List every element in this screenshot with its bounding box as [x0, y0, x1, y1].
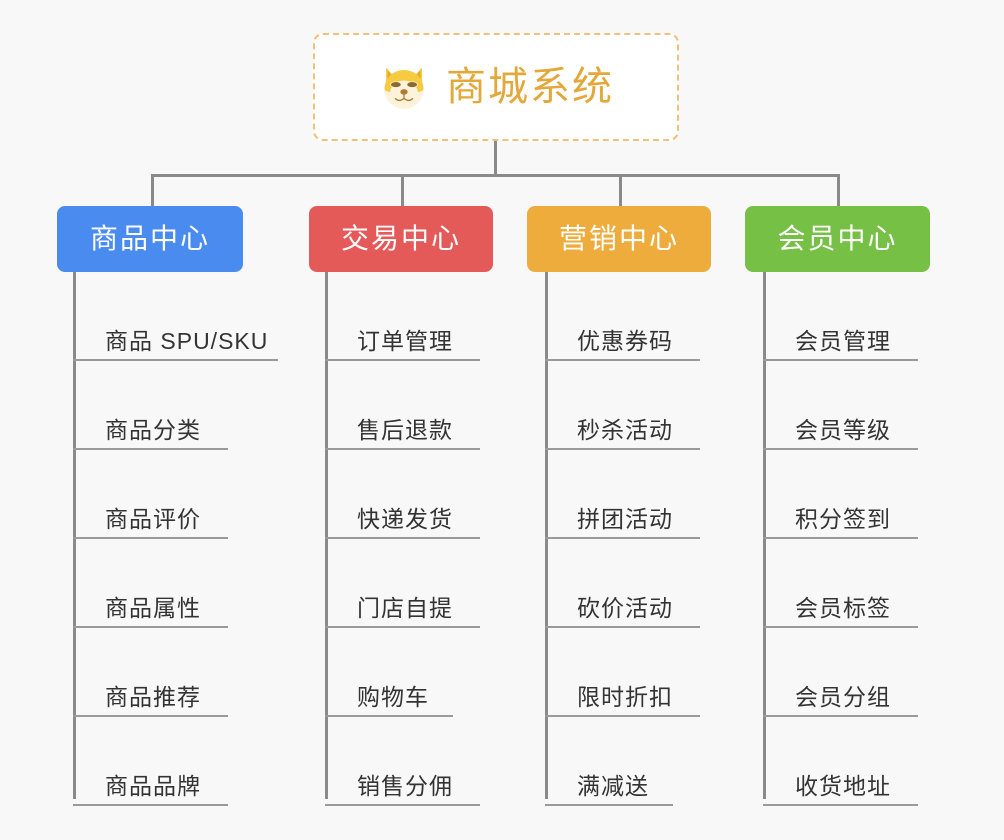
leaf-underline: [763, 448, 918, 450]
leaf-label: 销售分佣: [357, 772, 453, 799]
leaf-item[interactable]: 销售分佣: [325, 717, 480, 806]
leaf-underline: [763, 626, 918, 628]
connector-drop-4: [837, 174, 840, 208]
leaf-label: 售后退款: [357, 416, 453, 443]
leaf-label: 砍价活动: [577, 594, 673, 621]
leaf-label: 商品品牌: [105, 772, 201, 799]
connector-drop-1: [151, 174, 154, 208]
leaf-label: 门店自提: [357, 594, 453, 621]
leaf-label: 快递发货: [357, 505, 453, 532]
branch-spine: [545, 272, 548, 799]
leaf-item[interactable]: 会员等级: [763, 361, 918, 450]
leaf-underline: [763, 359, 918, 361]
leaf-label: 商品属性: [105, 594, 201, 621]
category-box-1[interactable]: 商品中心: [57, 206, 243, 272]
leaf-item[interactable]: 商品 SPU/SKU: [73, 272, 278, 361]
leaf-underline: [763, 804, 918, 806]
branch-spine: [763, 272, 766, 799]
leaf-label: 商品评价: [105, 505, 201, 532]
leaf-label: 会员分组: [795, 683, 891, 710]
leaf-item[interactable]: 会员标签: [763, 539, 918, 628]
shiba-dog-face-icon: [384, 67, 424, 109]
leaf-label: 优惠券码: [577, 327, 673, 354]
leaf-underline: [763, 715, 918, 717]
leaf-underline: [545, 626, 700, 628]
leaf-item[interactable]: 收货地址: [763, 717, 918, 806]
leaf-label: 会员等级: [795, 416, 891, 443]
leaf-label: 购物车: [357, 683, 429, 710]
leaf-item[interactable]: 会员分组: [763, 628, 918, 717]
leaf-item[interactable]: 积分签到: [763, 450, 918, 539]
leaf-item[interactable]: 售后退款: [325, 361, 480, 450]
branch-spine: [73, 272, 76, 799]
category-box-4[interactable]: 会员中心: [745, 206, 930, 272]
leaf-underline: [545, 359, 700, 361]
leaf-label: 积分签到: [795, 505, 891, 532]
leaf-item[interactable]: 满减送: [545, 717, 673, 806]
leaf-label: 商品推荐: [105, 683, 201, 710]
leaf-item[interactable]: 商品评价: [73, 450, 228, 539]
leaf-label: 满减送: [577, 772, 649, 799]
leaf-underline: [73, 359, 278, 361]
leaf-item[interactable]: 秒杀活动: [545, 361, 700, 450]
leaf-item[interactable]: 商品品牌: [73, 717, 228, 806]
root-title: 商城系统: [446, 65, 614, 109]
leaf-underline: [73, 715, 228, 717]
leaf-label: 商品分类: [105, 416, 201, 443]
category-label: 会员中心: [777, 223, 898, 254]
leaf-item[interactable]: 商品推荐: [73, 628, 228, 717]
leaf-label: 秒杀活动: [577, 416, 673, 443]
leaf-underline: [325, 359, 480, 361]
connector-drop-3: [619, 174, 622, 208]
leaf-underline: [545, 448, 700, 450]
connector-horizontal-bus: [151, 174, 840, 177]
leaf-label: 拼团活动: [577, 505, 673, 532]
leaf-item[interactable]: 拼团活动: [545, 450, 700, 539]
leaf-underline: [545, 715, 700, 717]
leaf-underline: [73, 626, 228, 628]
leaf-item[interactable]: 商品属性: [73, 539, 228, 628]
leaf-label: 商品 SPU/SKU: [105, 327, 269, 354]
leaf-item[interactable]: 购物车: [325, 628, 453, 717]
category-label: 营销中心: [558, 223, 679, 254]
leaf-item[interactable]: 门店自提: [325, 539, 480, 628]
leaf-underline: [763, 537, 918, 539]
category-box-3[interactable]: 营销中心: [527, 206, 711, 272]
leaf-underline: [325, 715, 453, 717]
leaf-underline: [325, 537, 480, 539]
leaf-item[interactable]: 快递发货: [325, 450, 480, 539]
leaf-underline: [325, 448, 480, 450]
leaf-underline: [545, 804, 673, 806]
branch-spine: [325, 272, 328, 799]
category-box-2[interactable]: 交易中心: [309, 206, 493, 272]
leaf-item[interactable]: 订单管理: [325, 272, 480, 361]
category-label: 商品中心: [89, 223, 210, 254]
leaf-label: 会员管理: [795, 327, 891, 354]
connector-root-stem: [494, 141, 497, 176]
leaf-underline: [325, 626, 480, 628]
category-label: 交易中心: [340, 223, 461, 254]
leaf-item[interactable]: 商品分类: [73, 361, 228, 450]
leaf-label: 会员标签: [795, 594, 891, 621]
leaf-underline: [73, 804, 228, 806]
root-node[interactable]: 商城系统: [313, 33, 679, 141]
leaf-label: 订单管理: [357, 327, 453, 354]
leaf-item[interactable]: 会员管理: [763, 272, 918, 361]
leaf-underline: [325, 804, 480, 806]
leaf-item[interactable]: 优惠券码: [545, 272, 700, 361]
connector-drop-2: [401, 174, 404, 208]
leaf-label: 限时折扣: [577, 683, 673, 710]
leaf-item[interactable]: 砍价活动: [545, 539, 700, 628]
leaf-label: 收货地址: [795, 772, 891, 799]
leaf-underline: [73, 448, 228, 450]
leaf-underline: [73, 537, 228, 539]
leaf-item[interactable]: 限时折扣: [545, 628, 700, 717]
leaf-underline: [545, 537, 700, 539]
